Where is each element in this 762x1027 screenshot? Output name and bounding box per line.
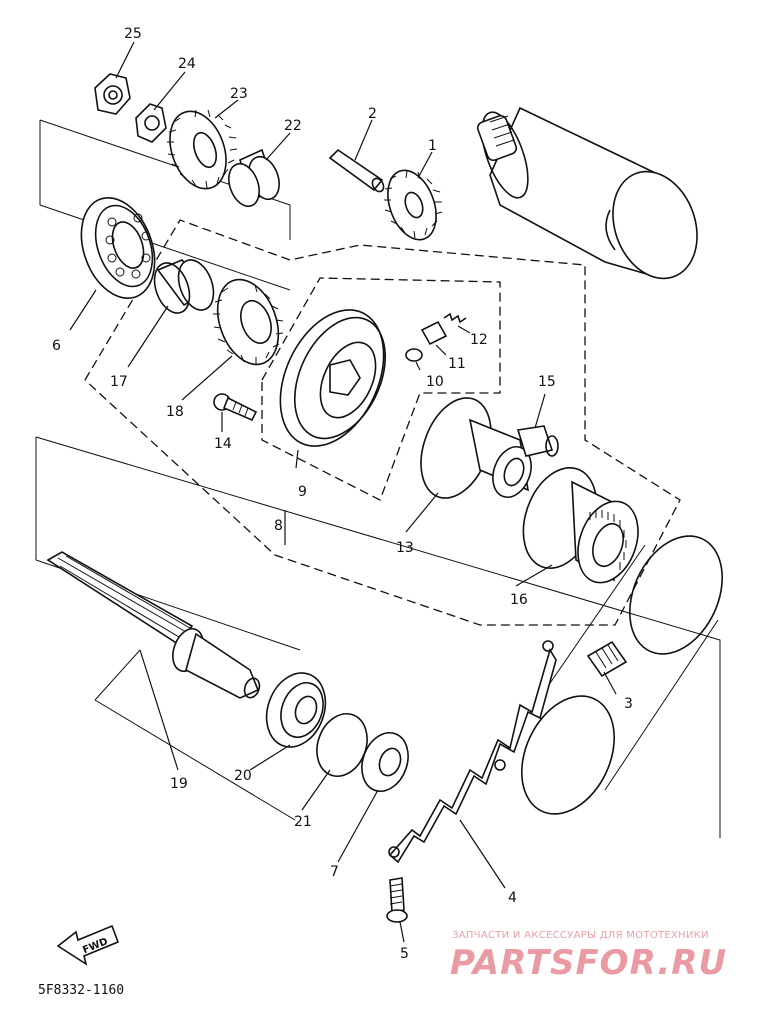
watermark-subtitle: ЗАПЧАСТИ И АКСЕССУАРЫ ДЛЯ МОТОТЕХНИКИ xyxy=(452,930,709,941)
label-part-11: 11 xyxy=(448,356,466,372)
shaft-pin-2 xyxy=(328,148,385,193)
label-part-12: 12 xyxy=(470,332,488,348)
dashed-outline-clutch xyxy=(84,219,681,626)
oil-seal-7 xyxy=(361,732,409,792)
label-part-10: 10 xyxy=(426,374,444,390)
label-part-22: 22 xyxy=(284,118,302,134)
label-part-23: 23 xyxy=(230,86,248,102)
gear-23 xyxy=(167,109,238,190)
roller-3 xyxy=(586,640,628,678)
screw-5 xyxy=(386,877,408,923)
label-part-3: 3 xyxy=(624,696,633,712)
lock-washer-24 xyxy=(135,103,167,143)
spring-12 xyxy=(443,312,467,324)
label-part-5: 5 xyxy=(400,946,409,962)
bracket-4 xyxy=(388,640,557,864)
label-part-21: 21 xyxy=(294,814,312,830)
shaft-19 xyxy=(46,551,261,699)
bearing-6 xyxy=(80,196,156,300)
spring-11 xyxy=(420,320,448,346)
label-part-1: 1 xyxy=(428,138,437,154)
fwd-arrow-icon: FWD xyxy=(56,924,120,966)
label-part-6: 6 xyxy=(52,338,61,354)
starter-motor xyxy=(476,106,698,280)
bolt-14 xyxy=(213,393,258,422)
label-part-25: 25 xyxy=(124,26,142,42)
group-outline-bottom xyxy=(94,649,296,821)
drawing-code: 5F8332-1160 xyxy=(38,983,124,998)
label-part-18: 18 xyxy=(166,404,184,420)
label-part-13: 13 xyxy=(396,540,414,556)
roller-10 xyxy=(405,348,423,362)
watermark-brand: PARTSFOR.RU xyxy=(450,943,727,983)
bearing-20 xyxy=(265,672,327,748)
label-part-8: 8 xyxy=(274,518,283,534)
label-part-9: 9 xyxy=(298,484,307,500)
label-part-16: 16 xyxy=(510,592,528,608)
dashed-outline-gear-set xyxy=(261,277,501,501)
leader-lines xyxy=(69,41,617,943)
label-part-15: 15 xyxy=(538,374,556,390)
label-part-7: 7 xyxy=(330,864,339,880)
bushing-22 xyxy=(228,148,280,208)
cover-sleeve xyxy=(520,535,724,815)
label-part-20: 20 xyxy=(234,768,252,784)
clutch-housing-9 xyxy=(279,309,387,447)
label-part-14: 14 xyxy=(214,436,232,452)
gear-1 xyxy=(384,169,443,241)
label-part-17: 17 xyxy=(110,374,128,390)
gear-16 xyxy=(522,466,639,584)
bushing-17 xyxy=(153,259,215,314)
label-part-2: 2 xyxy=(368,106,377,122)
clutch-hub-13 xyxy=(420,397,532,499)
group-outline-top-left xyxy=(39,119,291,291)
plug-15 xyxy=(516,425,559,457)
label-part-24: 24 xyxy=(178,56,196,72)
label-part-19: 19 xyxy=(170,776,188,792)
nut-25 xyxy=(94,73,131,115)
gear-18 xyxy=(213,278,284,366)
label-part-4: 4 xyxy=(508,890,517,906)
